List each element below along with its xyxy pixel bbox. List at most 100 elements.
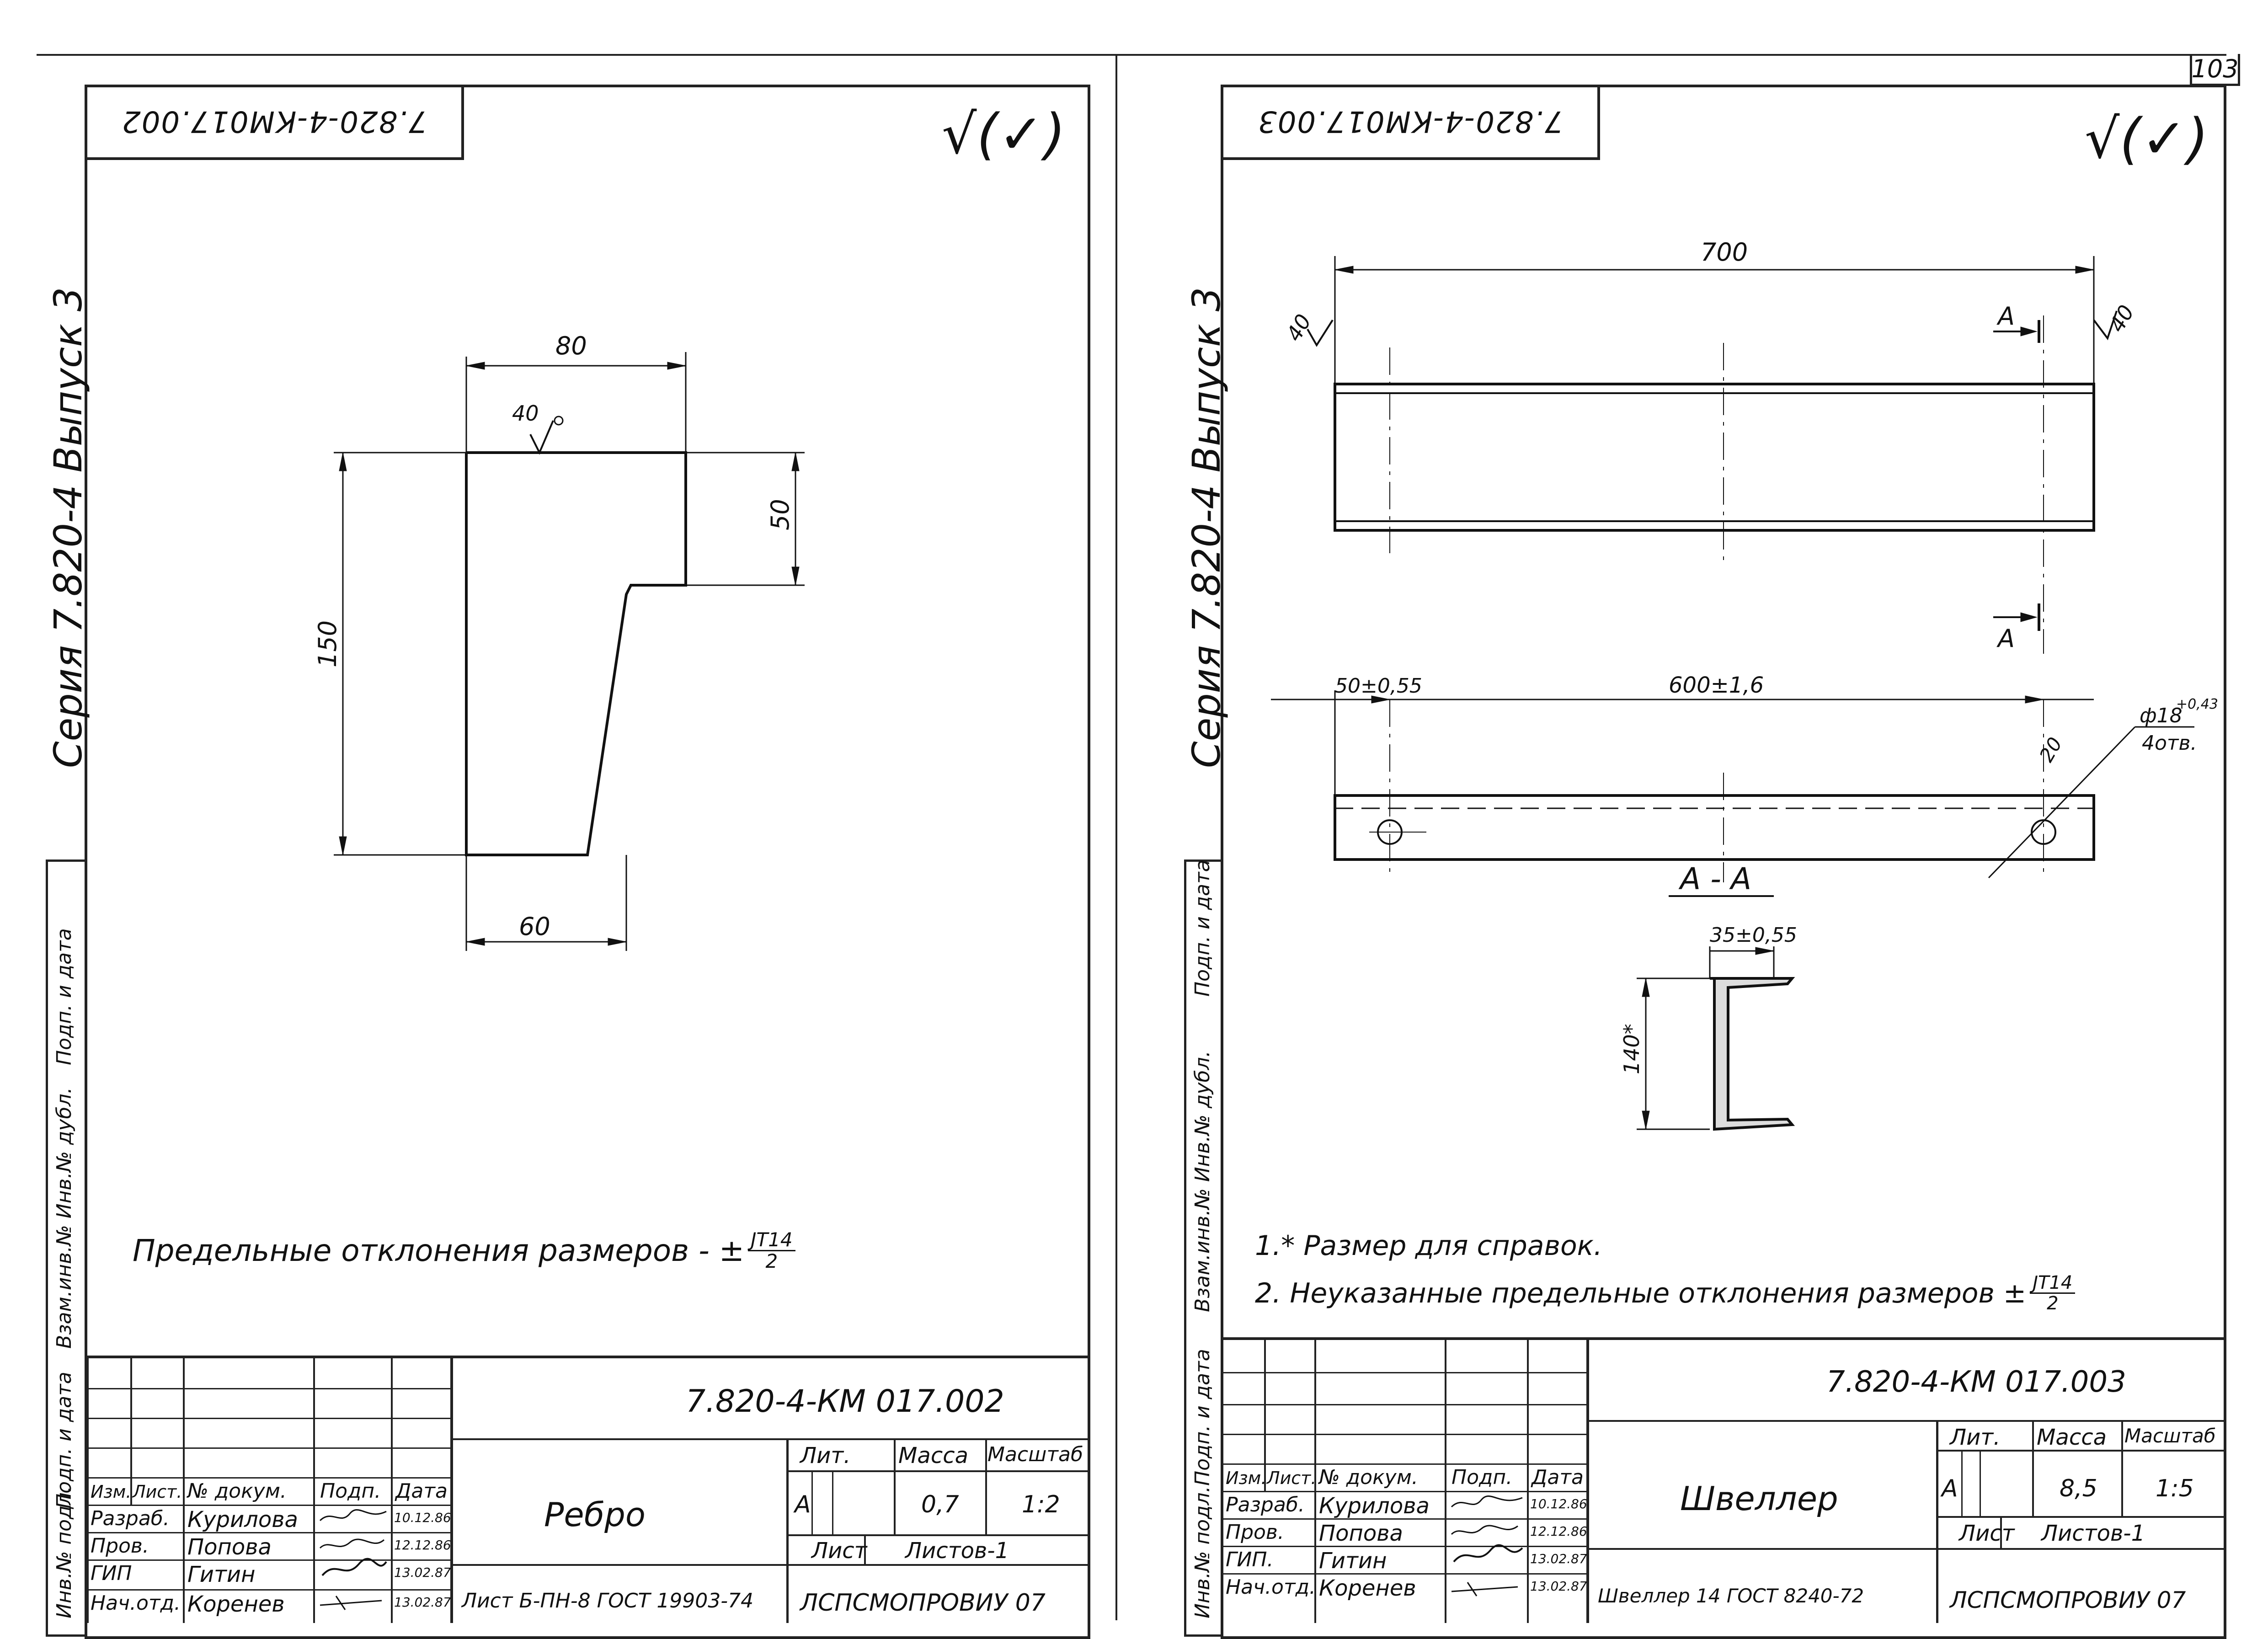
right-strip-label-2: Взам.инв.№ Инв.№ дубл.	[1191, 1051, 1214, 1312]
left-mass-value: 0,7	[921, 1491, 959, 1518]
left-row1-name: Курилова	[187, 1507, 298, 1532]
rib-dim-right: 50	[766, 499, 795, 530]
rib-rough-value: 40	[512, 401, 539, 426]
right-lit-label: Лит.	[1950, 1425, 2001, 1450]
right-row3-role: ГИП.	[1226, 1548, 1274, 1571]
channel-hole-size: ф18	[2140, 704, 2183, 727]
right-lit-value: А	[1942, 1475, 1958, 1502]
channel-section-profile	[1710, 977, 1795, 1131]
right-scale-label: Масштаб	[2124, 1425, 2216, 1447]
channel-hole-offset: 20	[2035, 733, 2066, 766]
left-lit-label: Лит.	[800, 1443, 851, 1468]
left-title-block: Изм. Лист. № докум. Подп. Дата Разраб. К…	[87, 1356, 1090, 1623]
left-hdr-date: Дата	[395, 1479, 448, 1503]
right-row4-name: Коренев	[1319, 1575, 1416, 1601]
channel-top-view	[1334, 383, 2095, 532]
page-number: 103	[2191, 54, 2239, 83]
channel-section-mark-bottom: А	[1996, 624, 2015, 653]
left-hdr-podp: Подп.	[320, 1479, 381, 1503]
left-row4-date: 13.02.87	[394, 1595, 451, 1610]
right-hdr-podp: Подп.	[1452, 1466, 1513, 1489]
left-row1-date: 10.12.86	[394, 1510, 451, 1525]
right-corner-code-box: 7.820-4-КМ017.003	[1221, 85, 1600, 160]
left-hdr-list: Лист.	[133, 1482, 182, 1502]
left-part-name: Ребро	[544, 1495, 646, 1534]
right-row1-date: 10.12.86	[1530, 1496, 1587, 1511]
right-part-name: Швеллер	[1680, 1479, 1838, 1518]
right-note-1: 1.* Размер для справок.	[1255, 1230, 1602, 1262]
right-hdr-list: Лист.	[1267, 1468, 1317, 1488]
left-scale-value: 1:2	[1022, 1491, 1060, 1518]
right-channel-drawing: 700 40 40 А А 50±0,55 600±1,6 ф18 +0,43 …	[1271, 238, 2218, 1131]
left-row4-name: Коренев	[187, 1591, 285, 1617]
left-scale-label: Масштаб	[987, 1443, 1083, 1466]
left-roughness-symbol: √(✓)	[942, 103, 1066, 166]
right-note-2: 2. Неуказанные предельные отклонения раз…	[1255, 1277, 2027, 1309]
right-hdr-izm: Изм.	[1226, 1468, 1267, 1488]
page-center-divider	[1115, 54, 1117, 1620]
channel-hole-right	[2031, 819, 2056, 845]
channel-dim-span: 600±1,6	[1669, 673, 1764, 698]
channel-hole-tol: +0,43	[2176, 696, 2218, 712]
right-strip-label-1: Подп. и дата	[1191, 860, 1214, 997]
channel-section-mark-top: А	[1996, 302, 2015, 331]
right-note-frac-num: JT14	[2030, 1273, 2076, 1294]
left-rib-drawing: 80 50 150 60 40	[313, 331, 805, 951]
left-corner-code: 7.820-4-КМ017.002	[121, 104, 427, 138]
channel-dim-edge: 50±0,55	[1335, 674, 1422, 698]
right-strip-label-4: Инв.№ подл.	[1191, 1486, 1214, 1618]
right-signatures	[1451, 1495, 1523, 1596]
left-row2-name: Попова	[187, 1534, 272, 1560]
right-note-frac-den: 2	[2047, 1293, 2059, 1314]
left-org: ЛСПСМОПРОВИУ 07	[800, 1589, 1046, 1617]
rib-dim-top: 80	[555, 331, 587, 360]
page-top-rule	[37, 54, 2226, 56]
left-signatures	[319, 1509, 387, 1610]
right-strip-label-3: Подп. и дата	[1191, 1349, 1214, 1486]
channel-rough-left: 40	[1281, 310, 1316, 346]
left-corner-code-box: 7.820-4-КМ017.002	[85, 85, 464, 160]
right-hdr-doc: № докум.	[1319, 1466, 1418, 1489]
right-row2-name: Попова	[1319, 1521, 1403, 1546]
right-title-block: Изм. Лист. № докум. Подп. Дата Разраб. К…	[1223, 1337, 2226, 1623]
page-number-box: 103	[2190, 54, 2240, 86]
channel-dim-flange: 35±0,55	[1710, 924, 1797, 947]
right-row2-date: 12.12.86	[1530, 1524, 1587, 1539]
right-row1-name: Курилова	[1319, 1493, 1430, 1519]
left-sheets-label: Листов-1	[905, 1538, 1009, 1564]
left-hdr-doc: № докум.	[187, 1479, 287, 1503]
right-row4-role: Нач.отд.	[1226, 1575, 1316, 1599]
right-roughness-symbol: √(✓)	[2085, 107, 2209, 171]
left-row3-date: 13.02.87	[394, 1565, 451, 1580]
right-row1-role: Разраб.	[1226, 1493, 1305, 1516]
channel-dim-length: 700	[1701, 238, 1748, 267]
left-strip-label-2: Взам.инв.№ Инв.№ дубл.	[53, 1087, 76, 1349]
right-row2-role: Пров.	[1226, 1521, 1284, 1544]
right-series-label: Серия 7.820-4 Выпуск 3	[1184, 287, 1229, 768]
left-note-frac-den: 2	[765, 1250, 778, 1273]
channel-dim-height: 140*	[1619, 1024, 1644, 1074]
left-strip-label-4: Инв.№ подл.	[53, 1486, 76, 1618]
right-doc-code: 7.820-4-КМ 017.003	[1826, 1365, 2126, 1399]
left-row1-role: Разраб.	[91, 1507, 170, 1530]
right-note-2-wrap: 2. Неуказанные предельные отклонения раз…	[1255, 1273, 2076, 1314]
left-row2-role: Пров.	[91, 1534, 149, 1558]
right-stamp-strip	[1184, 860, 1221, 1637]
right-sheet-frame	[1221, 85, 2226, 1639]
left-hdr-izm: Изм.	[91, 1482, 132, 1502]
left-tolerance-note: Предельные отклонения размеров - ± JT14 …	[133, 1229, 795, 1273]
right-mass-value: 8,5	[2060, 1475, 2097, 1502]
left-mass-label: Масса	[898, 1443, 969, 1468]
right-org: ЛСПСМОПРОВИУ 07	[1950, 1587, 2186, 1613]
left-row3-role: ГИП	[91, 1562, 132, 1585]
left-note-text: Предельные отклонения размеров - ±	[133, 1233, 745, 1269]
right-row3-name: Гитин	[1319, 1548, 1387, 1574]
right-row4-date: 13.02.87	[1530, 1579, 1587, 1594]
left-strip-label-1: Подп. и дата	[53, 928, 76, 1065]
left-series-label: Серия 7.820-4 Выпуск 3	[46, 287, 91, 768]
right-corner-code: 7.820-4-КМ017.003	[1257, 104, 1564, 138]
right-sheet-label: Лист	[1959, 1521, 2015, 1546]
left-note-frac-num: JT14	[748, 1229, 795, 1252]
left-material: Лист Б-ПН-8 ГОСТ 19903-74	[462, 1589, 754, 1612]
channel-hole-count: 4отв.	[2142, 731, 2197, 755]
